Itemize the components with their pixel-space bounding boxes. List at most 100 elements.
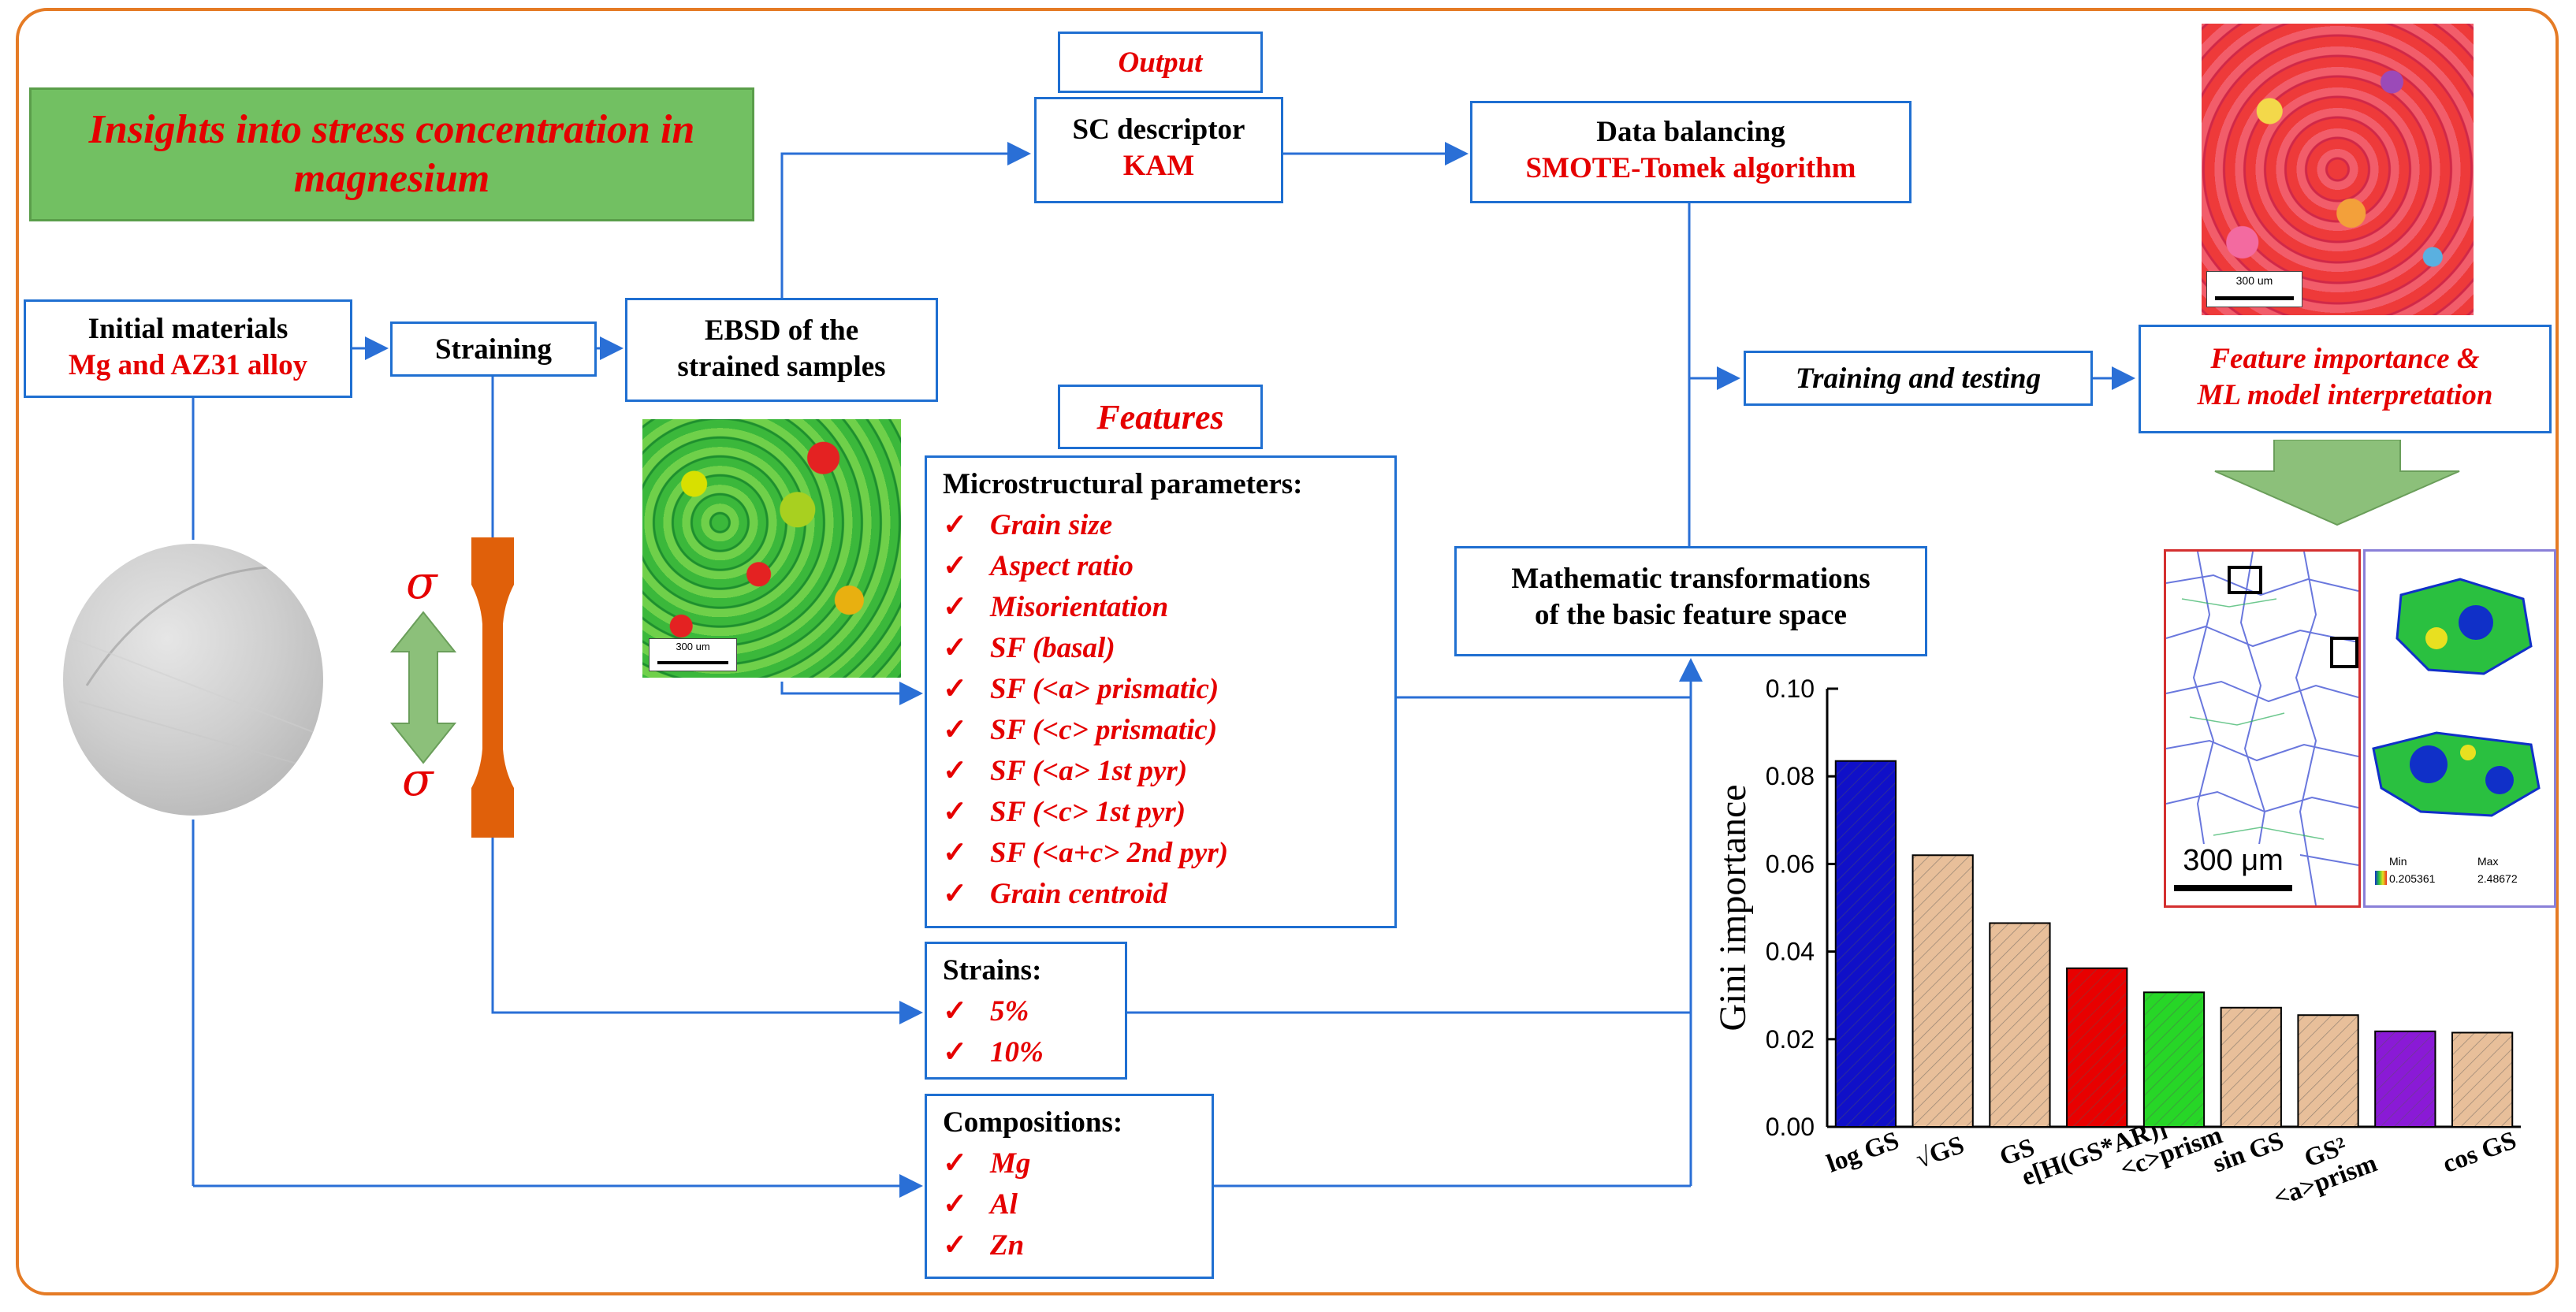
compositions-list-box: Compositions: ✓Mg✓Al✓Zn (925, 1094, 1214, 1279)
kam-legend-colorbar (2375, 871, 2387, 885)
kam-legend: Min Max 0.205361 2.48672 (2375, 855, 2548, 898)
kam-zoom-grains (2372, 578, 2541, 817)
output-label-box: Output (1058, 32, 1263, 93)
check-icon: ✓ (943, 714, 968, 746)
list-item: ✓SF (<a> 1st pyr) (943, 751, 1394, 792)
outer-frame (16, 8, 2559, 1295)
check-icon: ✓ (943, 1229, 968, 1262)
list-item: ✓Zn (943, 1225, 1212, 1266)
y-axis-label: Gini importance (1712, 784, 1754, 1031)
list-item-text: 10% (990, 1036, 1044, 1069)
list-item-text: SF (<c> prismatic) (990, 714, 1218, 746)
ebsd-small-scalebar: 300 um (649, 638, 737, 671)
arrow-ebsd-to-features (780, 682, 923, 705)
feature-importance-line2: ML model interpretation (2197, 379, 2493, 411)
output-label: Output (1118, 46, 1203, 79)
bar-1 (1912, 854, 1974, 1128)
bar-3 (2066, 967, 2128, 1128)
bar-6 (2297, 1014, 2359, 1128)
data-balancing-value: SMOTE-Tomek algorithm (1525, 152, 1856, 184)
math-line1: Mathematic transformations (1511, 563, 1871, 595)
features-label: Features (1096, 398, 1224, 437)
compositions-list: ✓Mg✓Al✓Zn (943, 1143, 1212, 1266)
x-tick-label: cos GS (2439, 1126, 2520, 1179)
arrow-to-strains (491, 835, 923, 1024)
sigma-top-label: σ (406, 556, 437, 609)
check-icon: ✓ (943, 1147, 968, 1180)
list-item-text: Misorientation (990, 591, 1169, 623)
list-item-text: SF (<c> 1st pyr) (990, 796, 1186, 828)
list-item: ✓SF (<a> prismatic) (943, 669, 1394, 710)
ebsd-line2: strained samples (677, 351, 886, 383)
check-icon: ✓ (943, 632, 968, 664)
y-tick-label: 0.08 (1766, 762, 1815, 790)
list-item: ✓ Misorientation (943, 587, 1394, 628)
data-balancing-box: Data balancing SMOTE-Tomek algorithm (1470, 101, 1912, 203)
double-arrow-icon (389, 611, 457, 764)
sample-disc-image (63, 544, 323, 816)
kam-scalebar: 300 μm (2166, 844, 2300, 905)
list-item: ✓ SF (<a+c> 2nd pyr) (943, 833, 1394, 874)
list-item: ✓SF (<c> 1st pyr) (943, 792, 1394, 833)
sample-disc-scratches (70, 566, 316, 765)
top-map-scalebar-label: 300 um (2235, 274, 2273, 287)
list-item: ✓5% (943, 991, 1125, 1032)
y-tick-label: 0.04 (1766, 938, 1815, 966)
kam-zoom-panel: Min Max 0.205361 2.48672 (2363, 549, 2556, 908)
y-tick-label: 0.10 (1766, 675, 1815, 703)
list-item-text: SF (basal) (990, 632, 1115, 664)
bar-5 (2220, 1006, 2282, 1128)
ebsd-box: EBSD of the strained samples (625, 298, 938, 402)
x-tick-label: log GS (1823, 1127, 1903, 1179)
y-tick-label: 0.06 (1766, 849, 1815, 878)
bar-2 (1989, 922, 2051, 1128)
training-box: Training and testing (1744, 351, 2093, 406)
list-item: ✓Grain centroid (943, 874, 1394, 915)
ebsd-line1: EBSD of the (704, 314, 859, 347)
list-item: ✓ SF (<c> prismatic) (943, 710, 1394, 751)
kam-legend-max-value: 2.48672 (2477, 872, 2518, 885)
bar-0 (1834, 760, 1897, 1128)
check-icon: ✓ (943, 837, 968, 869)
list-item: ✓Aspect ratio (943, 546, 1394, 587)
features-label-box: Features (1058, 385, 1263, 449)
strains-list: ✓5%✓10% (943, 991, 1125, 1073)
microstructural-list-box: Microstructural parameters: ✓Grain size✓… (925, 455, 1397, 928)
list-item-text: SF (<a+c> 2nd pyr) (990, 837, 1229, 869)
y-tick-label: 0.02 (1766, 1025, 1815, 1054)
check-icon: ✓ (943, 878, 968, 910)
list-item-text: Al (990, 1188, 1018, 1221)
x-tick-label: √GS (1912, 1131, 1968, 1174)
ebsd-small-scalebar-label: 300 um (676, 641, 710, 652)
strains-list-box: Strains: ✓5%✓10% (925, 942, 1127, 1080)
feature-importance-line1: Feature importance & (2210, 343, 2480, 375)
math-line2: of the basic feature space (1535, 599, 1847, 631)
initial-materials-value: Mg and AZ31 alloy (68, 349, 308, 381)
check-icon: ✓ (943, 673, 968, 705)
top-ipf-map-image: 300 um (2202, 24, 2474, 315)
kam-grain-network (2166, 552, 2358, 905)
list-item-text: SF (<a> 1st pyr) (990, 755, 1188, 787)
list-item: ✓Mg (943, 1143, 1212, 1184)
straining-label: Straining (434, 333, 553, 366)
list-item-text: Aspect ratio (990, 550, 1134, 582)
tensile-specimen-icon (471, 537, 514, 838)
sc-descriptor-value: KAM (1122, 150, 1195, 182)
check-icon: ✓ (943, 509, 968, 541)
kam-map-image: 300 μm (2164, 549, 2361, 908)
training-label: Training and testing (1795, 362, 2042, 395)
bar-8 (2451, 1031, 2514, 1128)
ebsd-small-map-image: 300 um (642, 419, 901, 678)
list-item-text: 5% (990, 995, 1029, 1028)
list-item-text: Grain size (990, 509, 1113, 541)
compositions-header: Compositions: (943, 1106, 1123, 1139)
feature-importance-box: Feature importance & ML model interpreta… (2139, 325, 2552, 433)
check-icon: ✓ (943, 591, 968, 623)
initial-materials-label: Initial materials (87, 313, 288, 345)
strains-header: Strains: (943, 954, 1042, 987)
kam-scalebar-label: 300 μm (2183, 844, 2284, 877)
check-icon: ✓ (943, 1188, 968, 1221)
